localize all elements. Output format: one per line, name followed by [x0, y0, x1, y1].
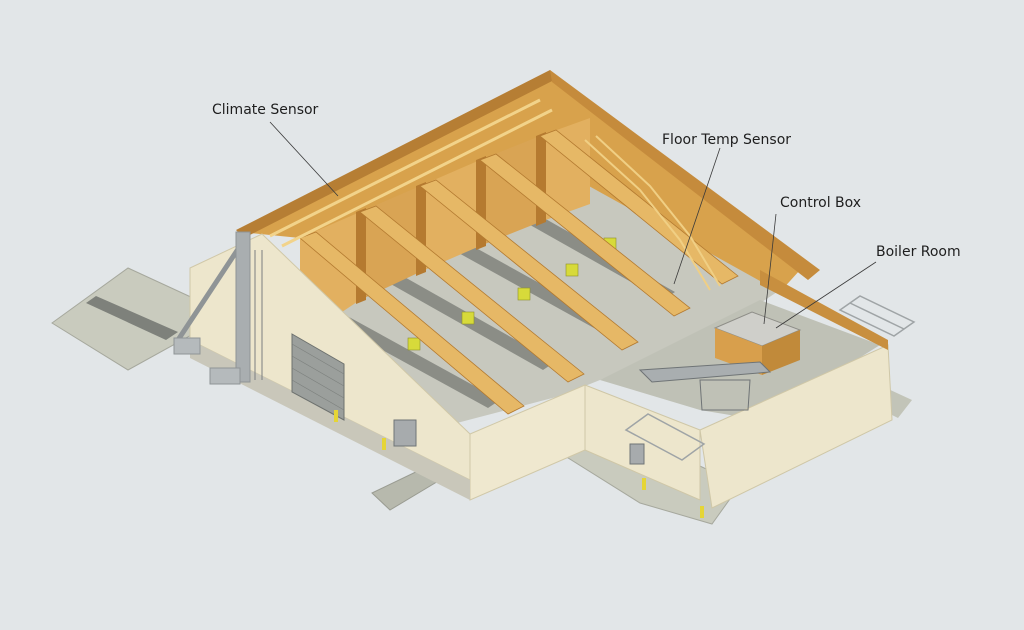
front-canopy	[624, 413, 706, 461]
leader-climate-sensor	[269, 121, 339, 197]
roof-edge	[236, 70, 558, 238]
grain-auger-icon	[173, 231, 251, 385]
rollup-door	[291, 333, 345, 421]
right-canopy	[838, 295, 916, 337]
duct-icon	[638, 361, 772, 411]
callout-boiler-room: Boiler Room	[876, 244, 961, 260]
control-box-side	[762, 330, 800, 375]
callout-control-box: Control Box	[780, 195, 862, 211]
catwalks	[269, 98, 553, 248]
bollards	[334, 410, 704, 518]
bin-partitions	[300, 118, 590, 340]
right-roof-slope	[550, 70, 820, 280]
boiler-room-side-wall	[699, 344, 893, 509]
leader-control-box	[763, 213, 777, 325]
wall-base	[190, 340, 470, 500]
control-panel-icon	[393, 419, 645, 465]
leader-boiler-room	[775, 261, 877, 329]
door-slats	[291, 343, 345, 411]
leader-floor-temp-sensor	[673, 147, 721, 285]
ladder-icon	[254, 250, 263, 380]
left-apron-channel	[86, 296, 178, 340]
boiler-room-front-wall	[584, 384, 701, 501]
roof-trusses	[299, 129, 739, 415]
boiler-room-back-wall	[760, 270, 888, 350]
callout-climate-sensor: Climate Sensor	[212, 102, 319, 118]
leader-lines	[269, 121, 877, 329]
stairway	[584, 135, 721, 291]
callout-floor-temp-sensor: Floor Temp Sensor	[662, 132, 792, 148]
